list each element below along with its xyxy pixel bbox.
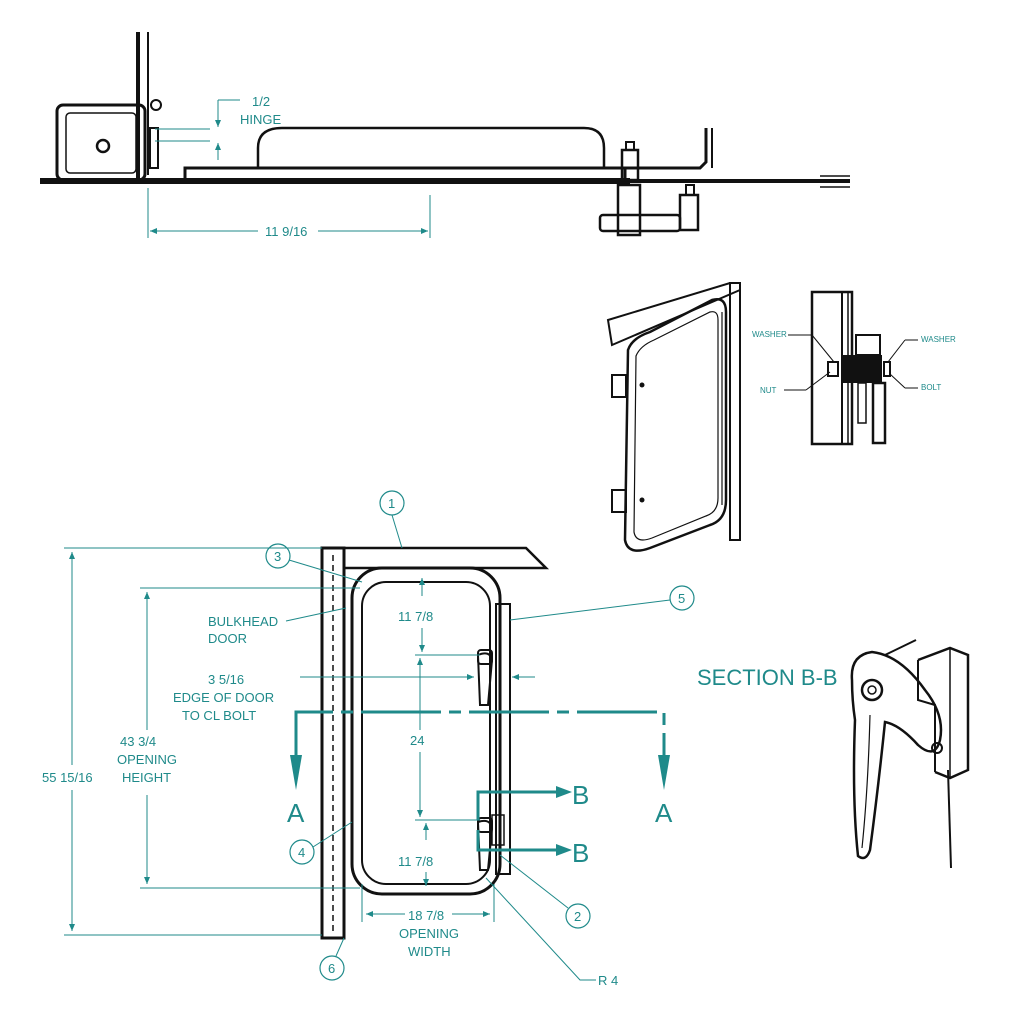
opening-height-label-2: HEIGHT [122, 770, 171, 785]
section-a-right: A [655, 798, 673, 828]
bottom-margin-dim: 11 7/8 [398, 854, 433, 869]
frame-bolt-hole [95, 138, 111, 154]
opening-height-dim: 43 3/4 [120, 734, 156, 749]
callout-5: 5 [678, 591, 685, 606]
callout-3: 3 [274, 549, 281, 564]
bolt-spacing-dim: 24 [410, 733, 424, 748]
section-b-lower: B [572, 838, 589, 868]
hinge-label: HINGE [240, 112, 282, 127]
callout-1: 1 [388, 496, 395, 511]
bolt-detail: WASHER NUT WASHER BOLT [752, 290, 956, 446]
latch-handle [850, 650, 943, 860]
callout-6: 6 [328, 961, 335, 976]
opening-width-label-1: OPENING [399, 926, 459, 941]
washer-left-label: WASHER [752, 330, 787, 339]
nut-label: NUT [760, 386, 777, 395]
section-b-upper: B [572, 780, 589, 810]
door-outer [350, 566, 502, 896]
handle-pivot [860, 678, 884, 702]
bolt-label: BOLT [921, 383, 941, 392]
section-a-left: A [287, 798, 305, 828]
front-view: A A B B 11 7/8 24 11 7/8 3 5/16 EDGE OF … [42, 490, 695, 988]
washer-right-label: WASHER [921, 335, 956, 344]
top-view: 1/2 HINGE 11 9/16 [40, 32, 850, 239]
bulkhead-strip [320, 546, 346, 940]
iso-door-panel [623, 298, 728, 552]
bolt-body [842, 355, 882, 383]
bulkhead-label-2: DOOR [208, 631, 247, 646]
frame-header [322, 546, 550, 570]
opening-width-dim: 18 7/8 [408, 908, 444, 923]
bulkhead-label-1: BULKHEAD [208, 614, 278, 629]
isometric-door [606, 282, 741, 552]
opening-height-label-1: OPENING [117, 752, 177, 767]
frame-box [55, 103, 147, 182]
edge-label-2: TO CL BOLT [182, 708, 256, 723]
opening-width-label-2: WIDTH [408, 944, 451, 959]
section-b-b: SECTION B-B [697, 639, 970, 869]
radius-dim: R 4 [598, 973, 618, 988]
section-title: SECTION B-B [697, 665, 838, 690]
edge-label-1: EDGE OF DOOR [173, 690, 274, 705]
upper-latch [476, 652, 494, 706]
lower-latch [476, 819, 494, 871]
callout-2: 2 [574, 909, 581, 924]
width-dim: 11 9/16 [265, 224, 307, 239]
overall-height-dim: 55 15/16 [42, 770, 93, 785]
callout-4: 4 [298, 845, 305, 860]
door-panel [256, 126, 606, 168]
edge-dim: 3 5/16 [208, 672, 244, 687]
top-margin-dim: 11 7/8 [398, 609, 433, 624]
hinge-dim: 1/2 [252, 94, 270, 109]
